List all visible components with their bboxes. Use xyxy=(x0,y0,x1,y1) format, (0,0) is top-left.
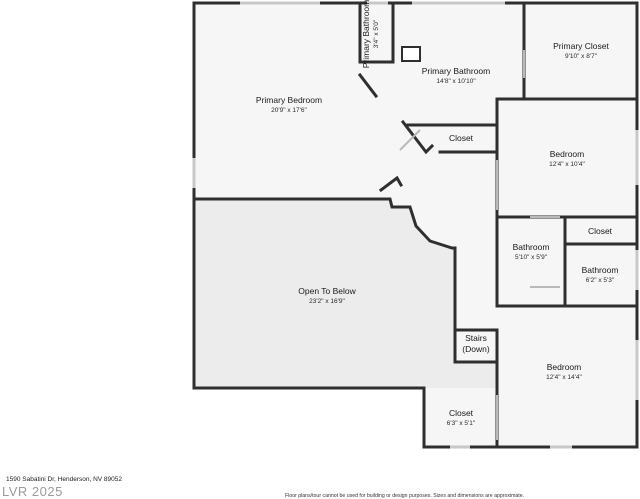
wall-closet-mid-diag xyxy=(400,119,435,155)
wall-closet-mid xyxy=(406,123,499,154)
doorway xyxy=(399,129,421,151)
room-name: Bedroom xyxy=(547,362,582,372)
open-to-below-area xyxy=(194,199,497,388)
room-label-closet-bottom: Closet 6'3" x 5'1" xyxy=(447,408,476,427)
room-dims: 14'8" x 10'10" xyxy=(436,78,476,85)
room-name: Closet xyxy=(449,133,474,143)
room-label-open-to-below: Open To Below 23'2" x 16'9" xyxy=(298,286,356,305)
wall-closet-mid-stub xyxy=(378,175,404,193)
room-label-primary-bathroom-small: Primary Bathroom 3'4" x 5'0" xyxy=(361,0,380,68)
wall-stairs xyxy=(453,328,499,364)
property-address: 1590 Sabatini Dr, Henderson, NV 89052 xyxy=(6,476,122,483)
room-name: Closet xyxy=(449,408,474,418)
room-label-bathroom-right: Bathroom 6'2" x 5'3" xyxy=(582,265,619,284)
room-name: Bathroom xyxy=(582,265,619,275)
room-name: Stairs xyxy=(465,333,487,343)
tub-feature xyxy=(401,46,421,62)
room-label-primary-closet: Primary Closet 9'10" x 8'7" xyxy=(553,41,609,60)
wall-primary-bath-diag xyxy=(357,72,379,99)
room-label-primary-bedroom: Primary Bedroom 20'9" x 17'6" xyxy=(256,95,322,114)
room-dims: 5'10" x 5'9" xyxy=(515,254,548,261)
room-name: Bathroom xyxy=(513,242,550,252)
room-label-primary-bathroom: Primary Bathroom 14'8" x 10'10" xyxy=(422,66,491,85)
watermark: LVR 2025 xyxy=(2,484,63,499)
room-name: Primary Closet xyxy=(553,41,609,51)
room-name: Primary Bathroom xyxy=(422,66,491,76)
room-name: Open To Below xyxy=(298,286,356,296)
room-dims: 6'2" x 5'3" xyxy=(586,277,615,284)
room-label-closet-mid: Closet xyxy=(449,133,474,143)
room-dims: 20'9" x 17'6" xyxy=(271,107,307,114)
room-dims: 6'3" x 5'1" xyxy=(447,420,476,427)
room-name: Primary Bedroom xyxy=(256,95,322,105)
room-dims: 3'4" x 5'0" xyxy=(373,19,380,48)
room-name: Bedroom xyxy=(550,149,585,159)
room-name-line2: (Down) xyxy=(462,344,490,354)
room-label-bedroom-upper: Bedroom 12'4" x 10'4" xyxy=(549,149,585,168)
room-name: Primary Bathroom xyxy=(361,0,371,68)
room-label-stairs: Stairs (Down) xyxy=(462,333,490,354)
room-name: Closet xyxy=(588,226,613,236)
room-dims: 12'4" x 14'4" xyxy=(546,374,582,381)
room-dims: 23'2" x 16'9" xyxy=(309,298,345,305)
room-label-bathroom-left: Bathroom 5'10" x 5'9" xyxy=(513,242,550,261)
room-dims: 9'10" x 8'7" xyxy=(565,53,598,60)
exterior-wall xyxy=(192,1,639,449)
room-dims: 12'4" x 10'4" xyxy=(549,161,585,168)
room-label-closet-right: Closet xyxy=(588,226,613,236)
room-label-bedroom-lower: Bedroom 12'4" x 14'4" xyxy=(546,362,582,381)
disclaimer: Floor plans/tour cannot be used for buil… xyxy=(285,493,525,499)
wall-primary-bath-west xyxy=(358,1,395,64)
